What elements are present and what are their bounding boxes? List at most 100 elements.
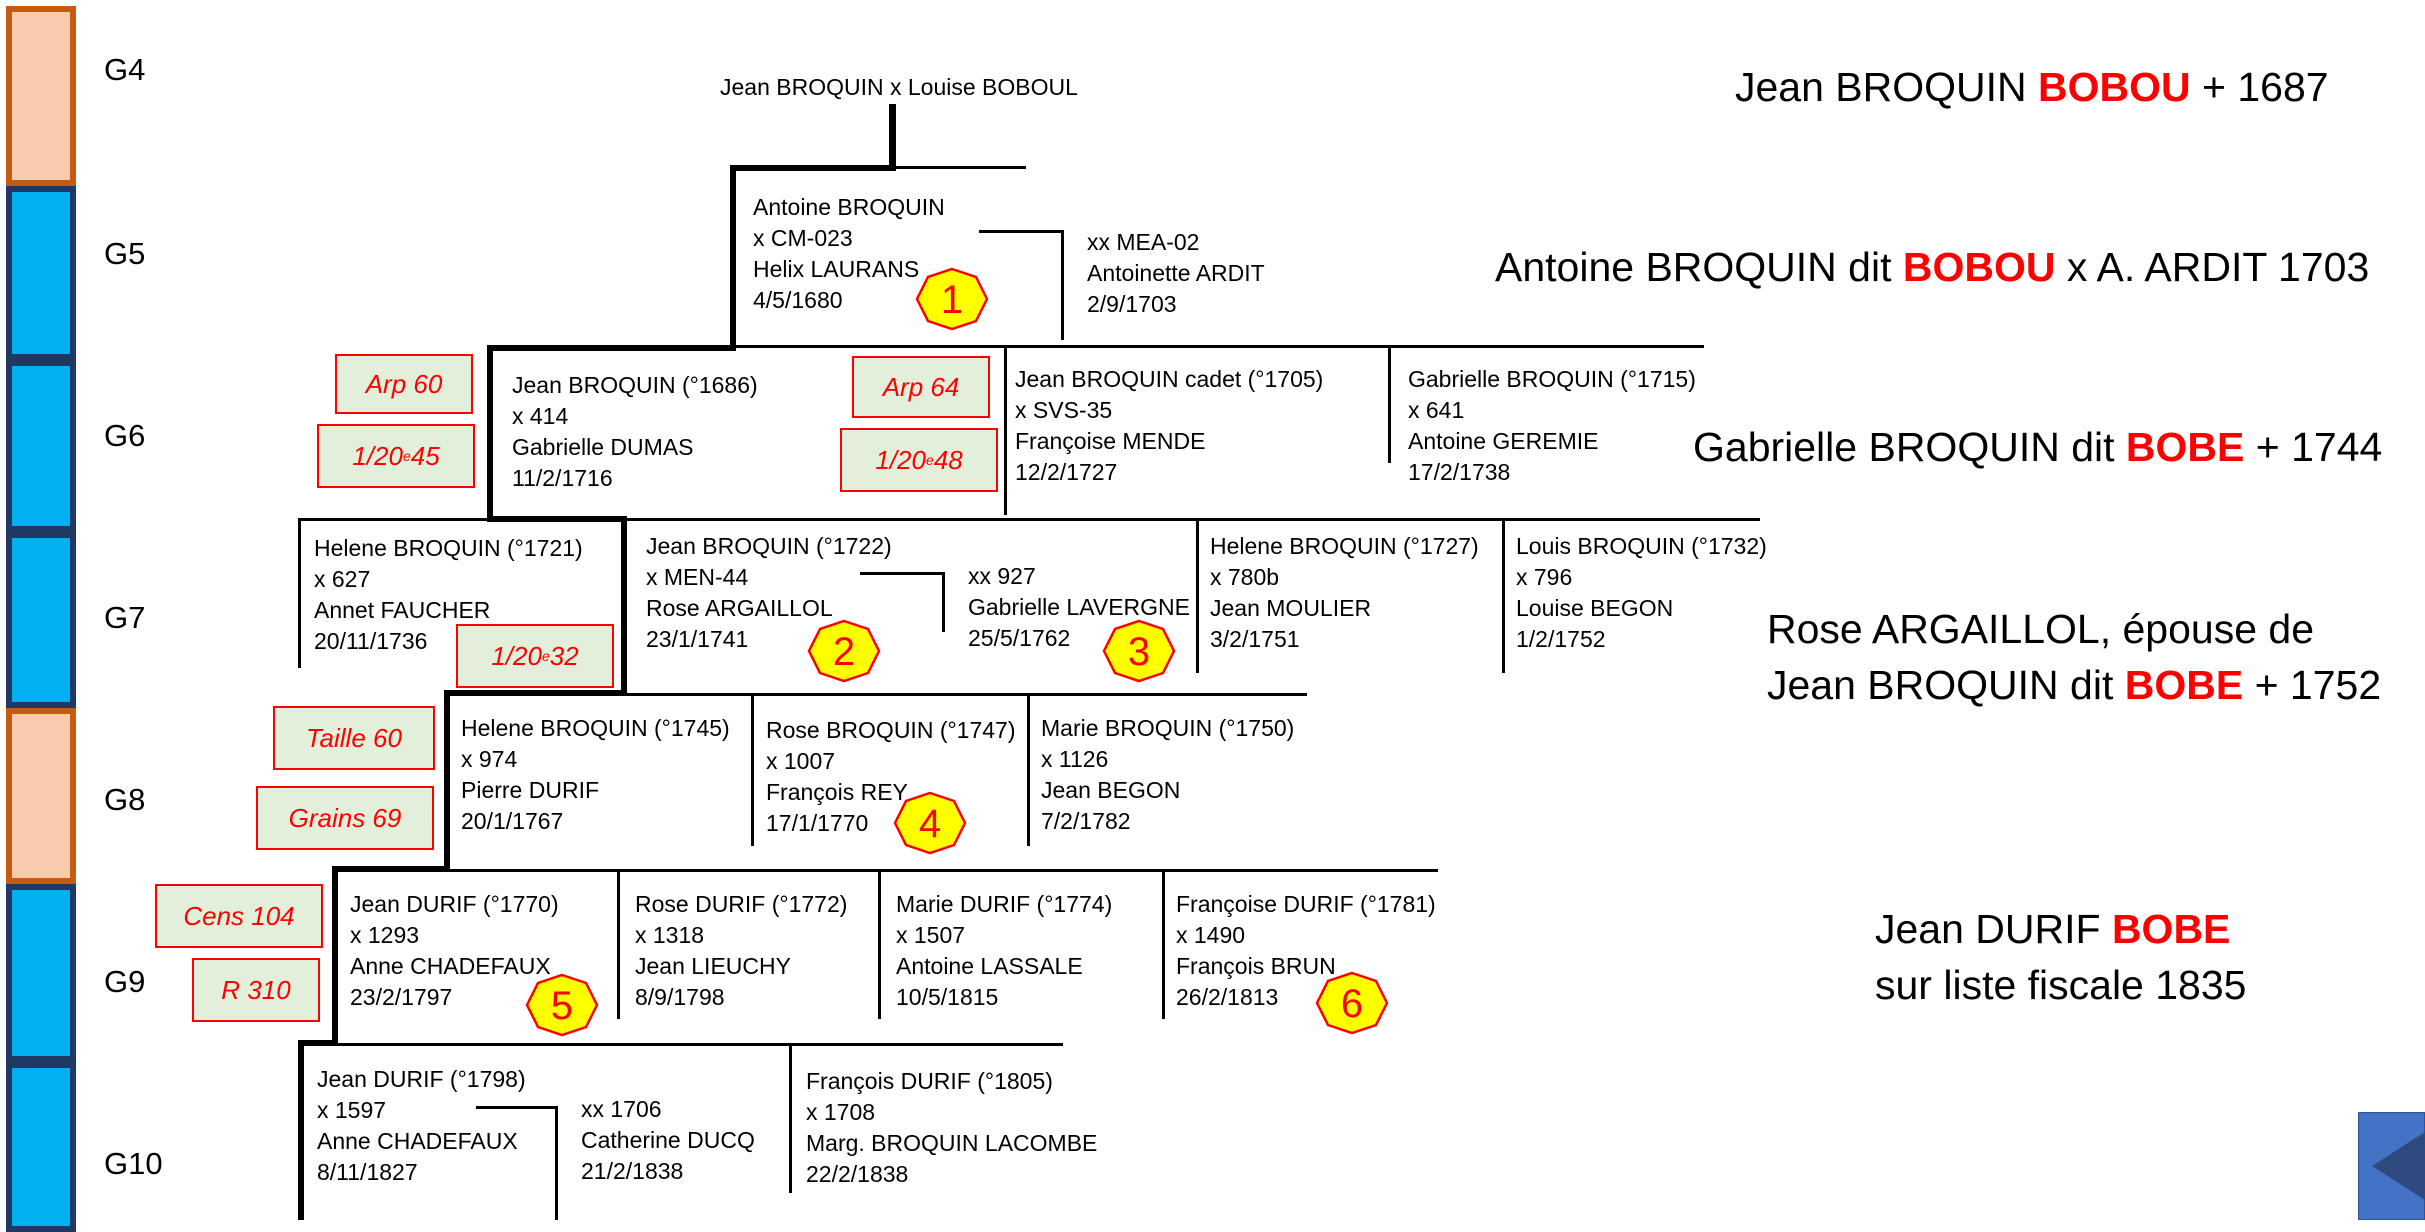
badge-number: 3 bbox=[1128, 630, 1150, 674]
person-catherine-ducq: xx 1706 Catherine DUCQ 21/2/1838 bbox=[581, 1094, 755, 1187]
person-line: 23/1/1741 bbox=[646, 626, 749, 652]
person-line: 21/2/1838 bbox=[581, 1158, 684, 1184]
person-line: 8/9/1798 bbox=[635, 984, 725, 1010]
person-line: Gabrielle BROQUIN (°1715) bbox=[1408, 366, 1696, 392]
lineage-line bbox=[487, 345, 736, 351]
lineage-line bbox=[444, 690, 627, 696]
person-helene-broquin-1727: Helene BROQUIN (°1727) x 780b Jean MOULI… bbox=[1210, 531, 1479, 655]
connector-line bbox=[736, 345, 1704, 348]
person-line: 23/2/1797 bbox=[350, 984, 453, 1010]
person-jean-broquin-1722: Jean BROQUIN (°1722) x MEN-44 Rose ARGAI… bbox=[646, 531, 892, 655]
connector-line bbox=[450, 869, 1438, 872]
person-line: Anne CHADEFAUX bbox=[317, 1128, 518, 1154]
badge-number: 1 bbox=[941, 278, 963, 322]
connector-line bbox=[860, 572, 945, 575]
person-line: x 1007 bbox=[766, 748, 836, 774]
person-jean-durif-1798: Jean DURIF (°1798) x 1597 Anne CHADEFAUX… bbox=[317, 1064, 526, 1188]
person-line: 2/9/1703 bbox=[1087, 291, 1177, 317]
tag-text: 48 bbox=[933, 444, 963, 475]
person-marie-durif-1774: Marie DURIF (°1774) x 1507 Antoine LASSA… bbox=[896, 889, 1112, 1013]
title-g4: Jean BROQUIN BOBOU + 1687 bbox=[1735, 64, 2329, 111]
person-line: Rose DURIF (°1772) bbox=[635, 891, 848, 917]
person-jean-broquin-1686: Jean BROQUIN (°1686) x 414 Gabrielle DUM… bbox=[512, 370, 758, 494]
person-line: Jean LIEUCHY bbox=[635, 953, 791, 979]
person-line: Rose BROQUIN (°1747) bbox=[766, 717, 1016, 743]
person-line: x 796 bbox=[1516, 564, 1573, 590]
badge-3: 3 bbox=[1102, 619, 1176, 683]
generation-label-g4: G4 bbox=[104, 52, 146, 87]
title-g6: Gabrielle BROQUIN dit BOBE + 1744 bbox=[1693, 424, 2382, 471]
person-line: Rose ARGAILLOL bbox=[646, 595, 833, 621]
badge-5: 5 bbox=[525, 973, 599, 1037]
title-g5-before: Antoine BROQUIN dit bbox=[1495, 244, 1903, 290]
title-g7-before: Jean BROQUIN dit bbox=[1767, 662, 2125, 708]
lineage-line bbox=[487, 345, 493, 522]
person-line: Anne CHADEFAUX bbox=[350, 953, 551, 979]
person-line: Catherine DUCQ bbox=[581, 1127, 755, 1153]
person-line: Gabrielle LAVERGNE bbox=[968, 594, 1190, 620]
title-g5-highlight: BOBOU bbox=[1902, 244, 2056, 290]
person-line: Jean BEGON bbox=[1041, 777, 1181, 803]
generation-bar-g5 bbox=[6, 186, 76, 360]
title-g4-before: Jean BROQUIN bbox=[1735, 64, 2039, 110]
person-line: x CM-023 bbox=[753, 225, 853, 251]
person-line: 7/2/1782 bbox=[1041, 808, 1131, 834]
title-g5-after: x A. ARDIT 1703 bbox=[2055, 244, 2370, 290]
person-line: Jean DURIF (°1770) bbox=[350, 891, 559, 917]
tag-taille-60: Taille 60 bbox=[273, 706, 435, 770]
connector-line bbox=[627, 693, 1307, 696]
generation-bar-g4 bbox=[6, 6, 76, 186]
generation-bar-g9 bbox=[6, 884, 76, 1062]
tag-cens-104: Cens 104 bbox=[155, 884, 323, 948]
tag-r-310: R 310 bbox=[192, 958, 320, 1022]
generation-label-g8: G8 bbox=[104, 782, 146, 817]
person-line: 22/2/1838 bbox=[806, 1161, 909, 1187]
generation-label-g5: G5 bbox=[104, 236, 146, 271]
person-line: Antoine BROQUIN bbox=[753, 194, 945, 220]
person-line: 8/11/1827 bbox=[317, 1159, 418, 1185]
person-line: 10/5/1815 bbox=[896, 984, 999, 1010]
back-nav-button[interactable] bbox=[2358, 1112, 2425, 1220]
connector-line bbox=[1502, 518, 1505, 673]
lineage-line bbox=[730, 165, 736, 351]
person-jean-durif-1770: Jean DURIF (°1770) x 1293 Anne CHADEFAUX… bbox=[350, 889, 559, 1013]
badge-number: 5 bbox=[551, 984, 573, 1028]
badge-number: 6 bbox=[1341, 982, 1363, 1026]
connector-line bbox=[476, 1106, 558, 1109]
title-g6-after: + 1744 bbox=[2244, 424, 2383, 470]
tag-sup: e bbox=[541, 648, 550, 664]
title-g4-highlight: BOBOU bbox=[2038, 64, 2191, 110]
title-g9-line2: sur liste fiscale 1835 bbox=[1875, 962, 2247, 1008]
connector-line bbox=[789, 1043, 792, 1193]
generation-bar-g6 bbox=[6, 360, 76, 532]
person-line: François REY bbox=[766, 779, 908, 805]
person-marie-broquin-1750: Marie BROQUIN (°1750) x 1126 Jean BEGON … bbox=[1041, 713, 1294, 837]
person-line: Annet FAUCHER bbox=[314, 597, 491, 623]
connector-line bbox=[617, 869, 620, 1019]
person-line: x SVS-35 bbox=[1015, 397, 1113, 423]
connector-line bbox=[896, 166, 1026, 169]
person-helene-broquin-1721: Helene BROQUIN (°1721) x 627 Annet FAUCH… bbox=[314, 533, 583, 657]
connector-line bbox=[979, 230, 1063, 233]
person-line: Louis BROQUIN (°1732) bbox=[1516, 533, 1767, 559]
title-g5: Antoine BROQUIN dit BOBOU x A. ARDIT 170… bbox=[1495, 244, 2369, 291]
person-line: Jean BROQUIN cadet (°1705) bbox=[1015, 366, 1324, 392]
person-francoise-durif-1781: Françoise DURIF (°1781) x 1490 François … bbox=[1176, 889, 1436, 1013]
badge-4: 4 bbox=[893, 791, 967, 855]
title-g9-highlight: BOBE bbox=[2111, 906, 2231, 952]
person-line: x 974 bbox=[461, 746, 518, 772]
person-line: x 627 bbox=[314, 566, 371, 592]
person-line: xx 927 bbox=[968, 563, 1036, 589]
connector-line bbox=[1196, 518, 1199, 673]
lineage-line bbox=[298, 1040, 338, 1046]
person-line: Antoine LASSALE bbox=[896, 953, 1083, 979]
lineage-line bbox=[332, 866, 450, 872]
tag-sup: e bbox=[402, 448, 411, 464]
person-line: 1/2/1752 bbox=[1516, 626, 1606, 652]
person-jean-broquin-1705: Jean BROQUIN cadet (°1705) x SVS-35 Fran… bbox=[1015, 364, 1323, 488]
person-line: x 780b bbox=[1210, 564, 1280, 590]
lineage-line bbox=[889, 104, 896, 168]
connector-line bbox=[1388, 345, 1391, 463]
person-line: François DURIF (°1805) bbox=[806, 1068, 1053, 1094]
